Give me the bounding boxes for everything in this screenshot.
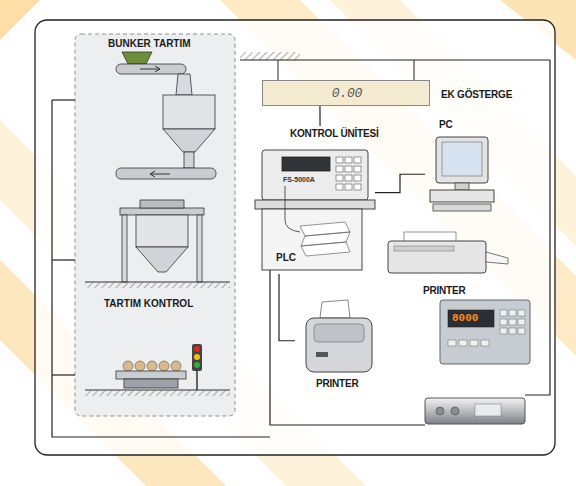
internal-cable (285, 186, 300, 232)
indicator-body (440, 300, 530, 364)
load-cell-sticker (475, 404, 501, 416)
pc-box: PC (425, 118, 500, 215)
weigh-hopper (163, 95, 215, 129)
signal-wire (52, 100, 270, 437)
signal-wire (270, 268, 425, 425)
hopper-funnel (163, 129, 215, 152)
scale-base (124, 379, 178, 388)
chute (176, 74, 192, 95)
printer-box: PRINTER (380, 230, 500, 298)
plc-cabinet (262, 209, 362, 270)
silo-top (140, 200, 184, 208)
feed-bin (122, 52, 152, 64)
ground-hatch (85, 282, 230, 288)
paper-sheet (404, 232, 456, 242)
signal-pole (196, 370, 198, 390)
weighing-indicator-illustration (440, 300, 530, 364)
green-lamp (194, 362, 200, 368)
support-leg (122, 215, 127, 282)
signal-wire (279, 274, 295, 341)
signal-wire (375, 174, 425, 192)
pc-illustration (430, 137, 494, 211)
red-lamp (194, 346, 200, 352)
control-unit-box: KONTROL ÜNİTESİ (255, 126, 375, 274)
signal-wire (319, 106, 320, 126)
silo-funnel (136, 247, 188, 272)
hanger-wire (278, 60, 279, 80)
monitor-screen (442, 142, 482, 176)
node-label: PC (439, 119, 453, 130)
node-label: PRINTER (316, 378, 359, 389)
ceiling-line (240, 59, 550, 60)
monitor-neck (455, 183, 469, 190)
product-item (147, 361, 157, 371)
support-leg (197, 215, 202, 282)
top-conveyor (116, 64, 186, 74)
signal-wire (525, 60, 550, 395)
bottom-conveyor (116, 168, 216, 179)
display-reading: 0.00 (263, 86, 431, 101)
watermark-stripe (0, 0, 40, 40)
pc-case (430, 190, 494, 202)
display-box: 0.00EK GÖSTERGE (262, 80, 430, 106)
status-lamp (316, 352, 328, 357)
silo-body (136, 215, 188, 247)
printout-paper (300, 222, 350, 256)
monitor-bezel (436, 137, 488, 183)
ground-hatch (85, 390, 230, 396)
support-beam (120, 208, 204, 215)
outer-frame (35, 20, 555, 455)
signal-lamp-housing (192, 344, 202, 371)
hanger-wire (414, 60, 415, 80)
indicator-display (448, 310, 494, 327)
silo-weighing-illustration (85, 200, 230, 288)
printer-box: PRINTER (295, 298, 380, 393)
application-panel (75, 34, 235, 416)
load-cell-body (425, 398, 525, 424)
printer-body (306, 318, 372, 372)
flow-arrow (150, 171, 170, 177)
outlet (184, 152, 194, 168)
ticket-printer-illustration (306, 300, 372, 372)
flow-arrow (140, 66, 160, 72)
keyboard (433, 204, 491, 211)
node-label: PRINTER (423, 285, 466, 296)
console-body (262, 150, 368, 200)
bracket-tick (52, 259, 75, 260)
bracket-tick (52, 99, 75, 100)
printer-slot (394, 246, 454, 251)
printer-body (388, 241, 486, 273)
printer-cover (314, 324, 364, 342)
ticket-paper (320, 300, 350, 318)
bunker-weighing-illustration (116, 52, 216, 179)
weigh-platform (116, 371, 186, 379)
bracket-tick (52, 374, 75, 375)
node-label: KONTROL ÜNİTESİ (290, 128, 379, 139)
ceiling-hatch (240, 52, 300, 60)
product-item (123, 361, 133, 371)
product-item (171, 361, 181, 371)
mount-hole (436, 407, 444, 415)
console-keypad (336, 157, 361, 190)
printer-illustration (388, 232, 508, 273)
control-unit-illustration (255, 150, 375, 270)
console-desk (255, 200, 375, 209)
mount-hole (451, 407, 459, 415)
paper-tray (486, 252, 508, 264)
console-display (282, 157, 330, 171)
check-weighing-illustration (85, 344, 230, 396)
load-cell-illustration (425, 398, 525, 424)
product-item (135, 361, 145, 371)
yellow-lamp (194, 354, 200, 360)
product-item (159, 361, 169, 371)
indicator-keypad (448, 310, 525, 346)
node-label: EK GÖSTERGE (441, 89, 512, 100)
